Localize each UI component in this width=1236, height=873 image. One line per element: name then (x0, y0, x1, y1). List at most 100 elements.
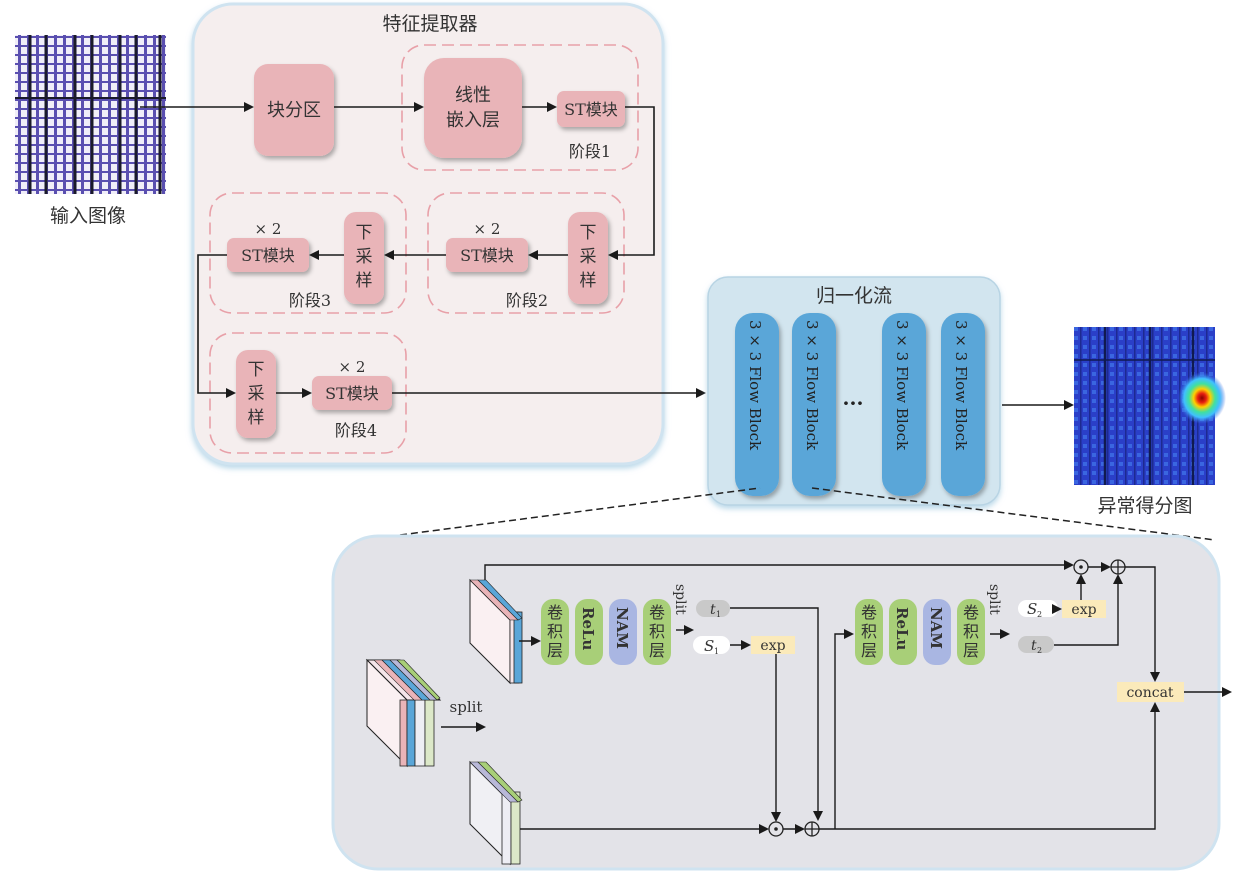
exp2-box (1062, 600, 1106, 618)
chain1-conv2-char-1: 卷 (649, 603, 665, 622)
stage4-st-label: ST模块 (325, 384, 379, 403)
split-label-2: split (986, 584, 1002, 615)
chain2-conv-char-2: 积 (861, 622, 877, 641)
extractor-arrows (140, 102, 706, 398)
flow-block-3: 3 × 3 Flow Block (882, 313, 926, 496)
stage2-downsample-char-3: 样 (580, 271, 597, 291)
t1-subscript: 1 (716, 610, 721, 619)
zoom-guide-left (399, 487, 761, 536)
stage3-label: 阶段3 (289, 291, 331, 310)
stage4-st-block (312, 376, 392, 410)
exp2-label: exp (1071, 602, 1096, 618)
feature-extractor-title: 特征提取器 (382, 13, 477, 35)
s2-subscript: 2 (1037, 610, 1042, 619)
flow-block-4-shape (941, 313, 985, 496)
chain1-conv-char-1: 卷 (547, 603, 563, 622)
chain2-conv-block (855, 599, 883, 665)
flow-block-3-shape (882, 313, 926, 496)
stage1-container (401, 44, 639, 171)
input-tensor (365, 658, 442, 768)
exp1-label: exp (760, 638, 785, 654)
stage2-label: 阶段2 (506, 291, 548, 310)
flow-block-4: 3 × 3 Flow Block (941, 313, 985, 496)
linear-embedding-block (424, 58, 522, 158)
concat-label: concat (1126, 685, 1173, 701)
flow-block-2-label: 3 × 3 Flow Block (803, 320, 821, 451)
flow-blocks: 3 × 3 Flow Block 3 × 3 Flow Block 3 × 3 Fl… (735, 313, 985, 496)
chain2-nam-label: NAM (927, 607, 945, 649)
chain1-nam-label: NAM (613, 607, 631, 649)
chain2-conv-char-3: 层 (861, 641, 877, 660)
chain1-conv-char-2: 积 (547, 622, 563, 641)
feature-extractor: 特征提取器 块分区 线性 嵌入层 ST模块 阶段1 下 采 样 ST模块 × 2… (191, 2, 665, 466)
stage2-st-label: ST模块 (460, 246, 514, 265)
flow-block-2-shape (792, 313, 836, 496)
detail-arrows (484, 560, 1232, 834)
t2-subscript: 2 (1037, 646, 1042, 655)
stage3-st-block (227, 238, 309, 272)
upper-half-tensor (469, 578, 523, 685)
chain2-relu-label: ReLu (893, 607, 911, 651)
chain1-conv-block (541, 599, 569, 665)
stage3-container (209, 192, 407, 314)
stage4-downsample-char-2: 采 (248, 384, 265, 404)
chain1-relu-block (575, 599, 603, 665)
t2-pill (1018, 636, 1054, 653)
flow-block-1-shape (735, 313, 779, 496)
stage4-repeat-label: × 2 (339, 358, 366, 376)
stage2-downsample-block (568, 212, 608, 304)
patch-partition-block (254, 64, 334, 156)
chain2-conv2-char-3: 层 (963, 641, 979, 660)
linear-embedding-label-2: 嵌入层 (446, 110, 500, 131)
s1-label: S (704, 637, 714, 655)
anomaly-score-map (1074, 327, 1226, 485)
stage3-repeat-label: × 2 (255, 220, 282, 238)
stage4-downsample-block (236, 350, 276, 438)
s1-subscript: 1 (714, 647, 719, 656)
t1-pill (696, 600, 730, 617)
lower-half-tensor (469, 760, 523, 866)
stage2-downsample-char-2: 采 (580, 247, 597, 267)
chain1-nam-block (609, 599, 637, 665)
stage3-downsample-char-1: 下 (356, 223, 373, 243)
hadamard-dot-1 (774, 827, 778, 831)
flow-block-4-label: 3 × 3 Flow Block (952, 320, 970, 451)
stage1-st-label: ST模块 (564, 100, 618, 119)
exp1-box (751, 636, 795, 654)
chain2-conv2-block (957, 599, 985, 665)
stage1-label: 阶段1 (569, 142, 611, 161)
split-label-main: split (450, 698, 483, 716)
linear-embedding-label-1: 线性 (455, 85, 491, 106)
stage4-downsample-char-1: 下 (248, 360, 265, 380)
stage3-downsample-char-3: 样 (356, 271, 373, 291)
normalizing-flow-panel (707, 276, 1001, 506)
flow-block-2: 3 × 3 Flow Block (792, 313, 836, 496)
chain1-relu-label: ReLu (579, 607, 597, 651)
s2-pill (1018, 600, 1058, 617)
stage2-container (427, 192, 625, 314)
zoom-guide-right (811, 487, 1216, 541)
chain2-relu-block (889, 599, 917, 665)
chain2-conv-char-1: 卷 (861, 603, 877, 622)
stage1-st-block (557, 91, 625, 127)
stage2-downsample-char-1: 下 (580, 223, 597, 243)
anomaly-map-label: 异常得分图 (1097, 495, 1192, 517)
input-image (15, 35, 166, 194)
chain2-conv2-char-1: 卷 (963, 603, 979, 622)
chain2-conv2-char-2: 积 (963, 622, 979, 641)
concat-box (1117, 682, 1184, 702)
hadamard-dot-2 (1079, 565, 1083, 569)
stage4-label: 阶段4 (335, 421, 377, 440)
normalizing-flow-title: 归一化流 (816, 285, 892, 307)
stage3-st-label: ST模块 (241, 246, 295, 265)
stage2-st-block (446, 238, 528, 272)
chain1-conv2-char-2: 积 (649, 622, 665, 641)
chain2-nam-block (923, 599, 951, 665)
s2-label: S (1027, 600, 1037, 618)
flow-block-3-label: 3 × 3 Flow Block (893, 320, 911, 451)
